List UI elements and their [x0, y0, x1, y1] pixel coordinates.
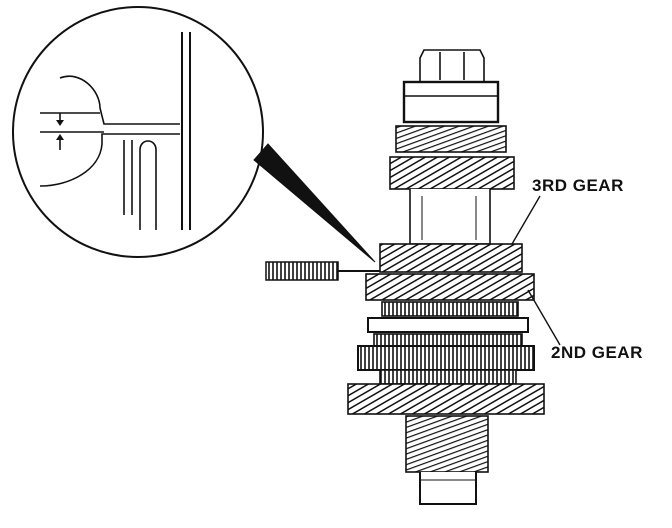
- shaft-nut: [419, 49, 485, 83]
- magnify-leader: [253, 143, 376, 263]
- second-gear-leader: [527, 289, 561, 346]
- inset-gear-profile: [59, 75, 180, 125]
- inset-feeler-blade: [139, 140, 157, 230]
- synchro-hub: [373, 333, 523, 347]
- shaft-collar: [402, 80, 500, 124]
- first-gear: [357, 345, 535, 371]
- counter-gear: [347, 383, 545, 415]
- top-gear: [395, 125, 507, 153]
- feeler-gauge: [265, 261, 380, 281]
- third-gear: [379, 243, 523, 273]
- first-gear-center: [379, 369, 517, 385]
- thrust-washer: [367, 317, 529, 333]
- gap-arrowhead: [56, 134, 64, 140]
- inset-gear-profile-lower: [39, 133, 180, 187]
- second-gear-label: 2ND GEAR: [551, 343, 643, 362]
- third-gear-label: 3RD GEAR: [532, 176, 624, 195]
- mainshaft-assembly: [347, 49, 545, 505]
- third-gear-leader: [511, 195, 541, 245]
- feeler-gauge-handle: [265, 261, 339, 281]
- fourth-gear: [389, 156, 515, 190]
- inset-circle: [12, 6, 264, 258]
- second-gear: [365, 273, 535, 301]
- lower-shaft-splines: [405, 415, 489, 473]
- detail-inset: [12, 6, 264, 258]
- synchro-ring: [381, 301, 519, 317]
- shaft-end: [419, 472, 477, 505]
- gap-arrowhead: [56, 120, 64, 126]
